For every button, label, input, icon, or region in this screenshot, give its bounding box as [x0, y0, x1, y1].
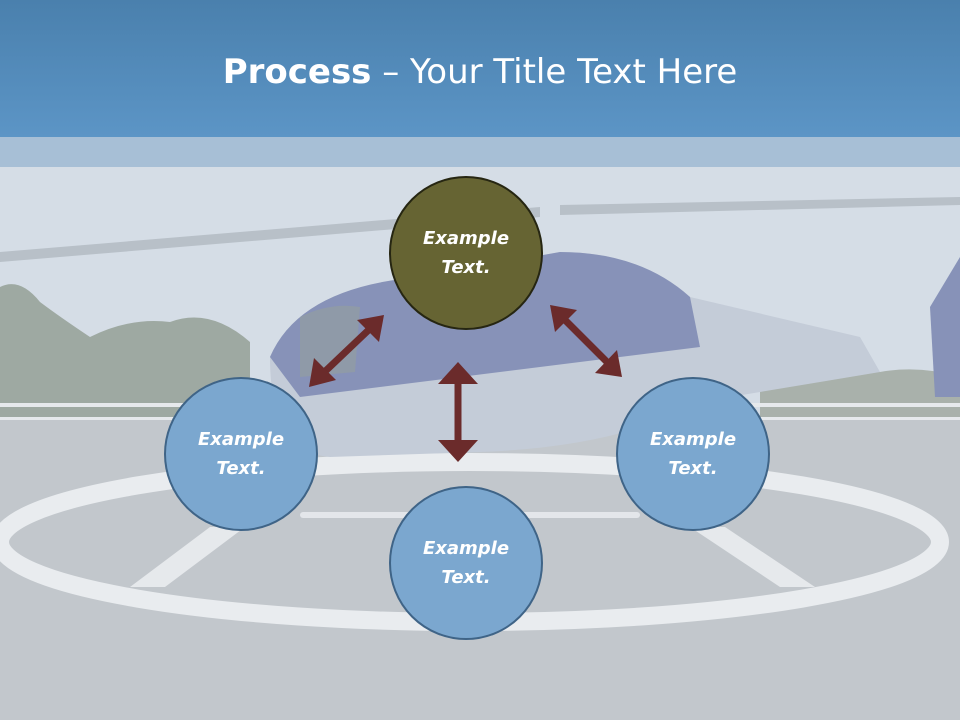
node-left-label: Example Text. [197, 429, 285, 479]
title-bold: Process [222, 52, 372, 92]
title-bar [0, 0, 960, 137]
arrowhead-top-right-b [595, 350, 622, 377]
arrowhead-top-left-a [357, 315, 384, 342]
node-left: Example Text. [164, 377, 318, 531]
title-rest: – Your Title Text Here [371, 52, 738, 92]
title-underband [0, 137, 960, 167]
node-top: Example Text. [389, 176, 543, 330]
arrow-top-right [554, 309, 618, 373]
node-right: Example Text. [616, 377, 770, 531]
arrowhead-vertical-a [438, 362, 478, 384]
arrowhead-top-right-a [550, 305, 577, 332]
node-right-label: Example Text. [649, 429, 737, 479]
arrowhead-vertical-b [438, 440, 478, 462]
slide-title: Process – Your Title Text Here [0, 52, 960, 92]
arrowhead-top-left-b [309, 358, 336, 387]
node-bottom: Example Text. [389, 486, 543, 640]
node-top-label: Example Text. [422, 228, 510, 278]
node-bottom-label: Example Text. [422, 538, 510, 588]
